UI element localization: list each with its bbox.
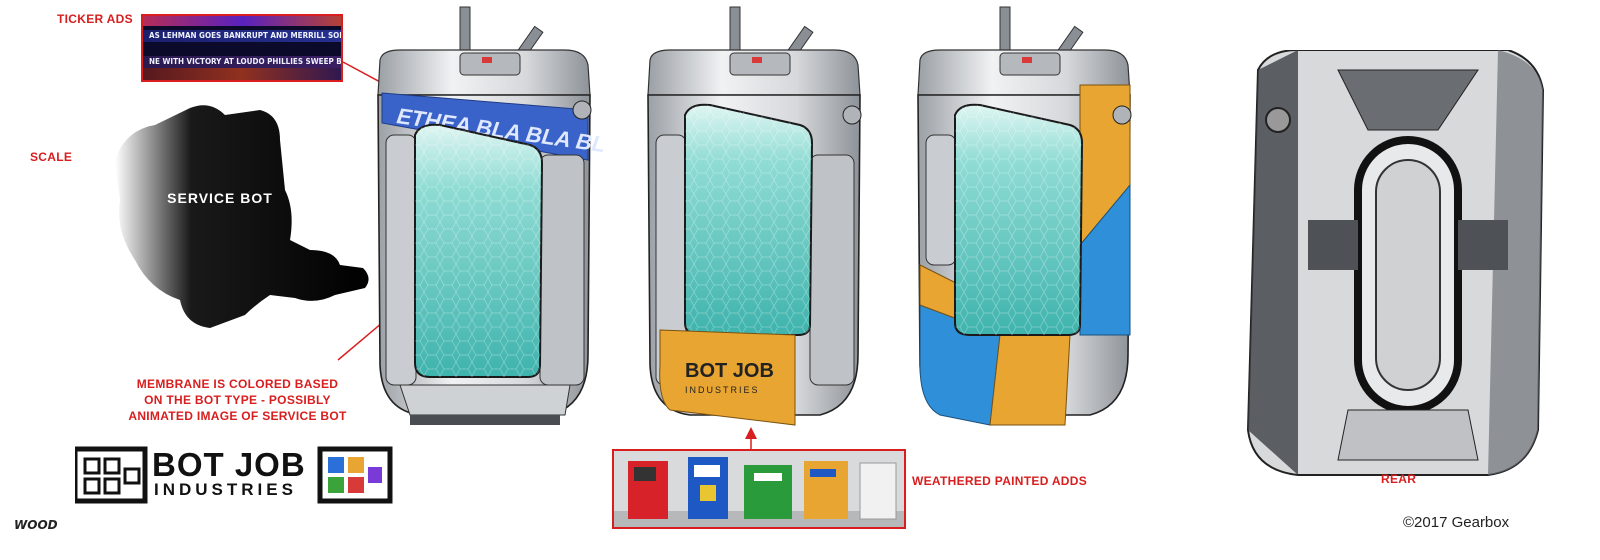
signature-text: WOOD	[14, 518, 58, 532]
membrane-note-line-2: ON THE BOT TYPE - POSSIBLY	[144, 393, 331, 407]
ticker-bottom	[143, 68, 341, 80]
bot-job-logo-marks	[75, 446, 393, 504]
artist-signature: WOOD	[14, 516, 84, 536]
kiosk-rear-view	[1246, 50, 1545, 476]
kiosk-ticker-variant: ETHEA BLA BLA BL	[377, 6, 607, 425]
membrane-note-line-1: MEMBRANE IS COLORED BASED	[136, 377, 339, 391]
kiosk-orange-variant: BOT JOB INDUSTRIES	[647, 6, 862, 426]
membrane-note-line-3: ANIMATED IMAGE OF SERVICE BOT	[128, 409, 347, 423]
rear-label: REAR	[1381, 472, 1417, 486]
kiosk-brand-small-2: INDUSTRIES	[685, 385, 760, 395]
scale-label: SCALE	[30, 150, 73, 164]
logo-subtitle: INDUSTRIES	[154, 480, 297, 499]
weathered-ads-label: WEATHERED PAINTED ADDS	[912, 474, 1088, 488]
copyright-notice: ©2017 Gearbox	[1403, 514, 1510, 531]
service-bot-silhouette	[115, 105, 369, 328]
ticker-glow	[143, 16, 341, 26]
membrane-note: MEMBRANE IS COLORED BASED ON THE BOT TYP…	[110, 376, 365, 424]
ticket-machines	[614, 451, 904, 527]
ticker-line-1: AS LEHMAN GOES BANKRUPT AND MERRILL SOLD…	[143, 30, 341, 42]
ticker-ads-photo: AS LEHMAN GOES BANKRUPT AND MERRILL SOLD…	[141, 14, 343, 82]
kiosk-painted-variant	[917, 6, 1132, 426]
logo-title: BOT JOB	[152, 446, 306, 483]
ticker-line-2: NE WITH VICTORY AT LOUDO PHILLIES SWEEP …	[143, 56, 341, 68]
ticker-line-2-text: NE WITH VICTORY AT LOUDO PHILLIES SWEEP …	[149, 57, 342, 66]
weathered-ads-photo	[612, 449, 906, 529]
service-bot-label: SERVICE BOT	[167, 190, 273, 206]
ticker-line-1-text: AS LEHMAN GOES BANKRUPT AND MERRILL SOLD…	[149, 31, 341, 40]
ticker-ads-label: TICKER ADS	[57, 12, 133, 26]
kiosk-brand-small-1: BOT JOB	[685, 360, 774, 382]
